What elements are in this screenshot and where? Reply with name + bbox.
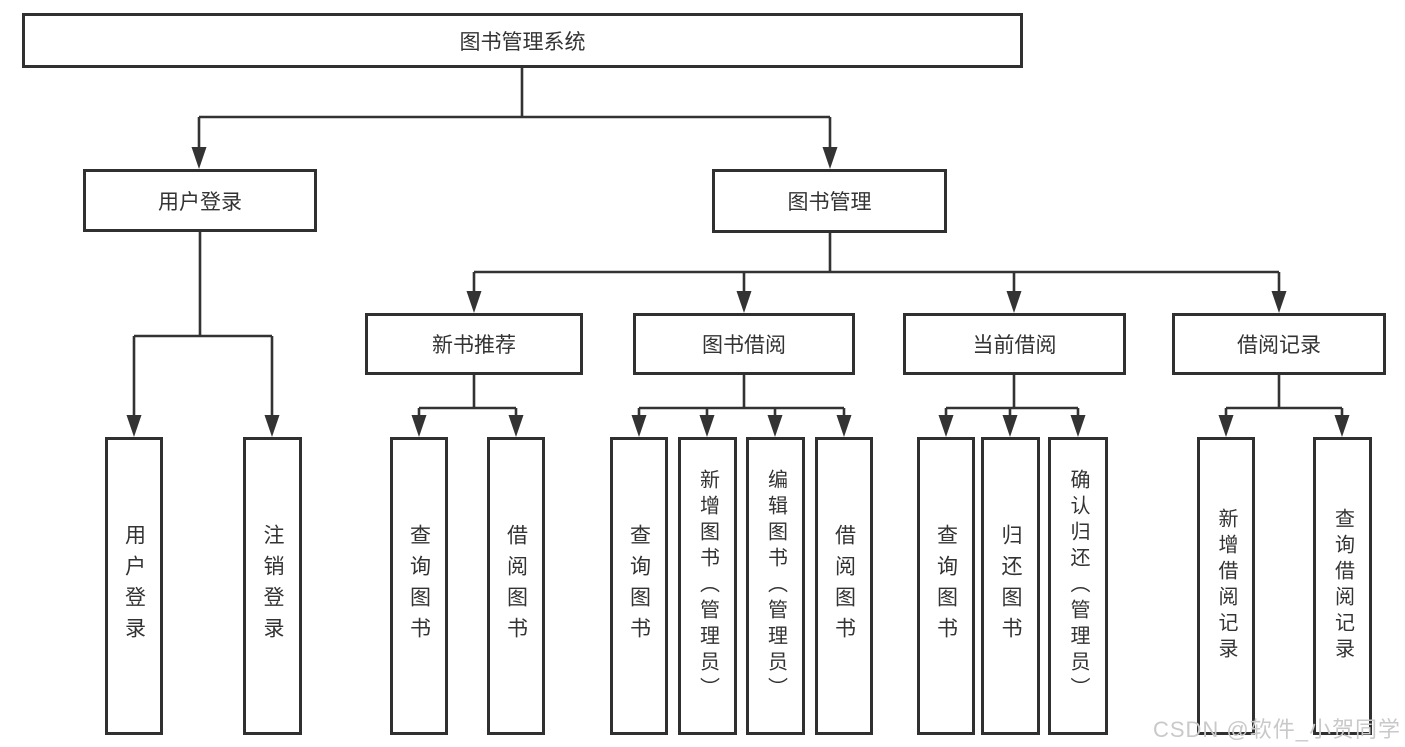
leaf-label: 确认归还（管理员） <box>1067 469 1089 703</box>
node-book-management-branch: 图书管理 <box>712 169 947 233</box>
connector-mgmt-to-groups <box>466 233 1287 313</box>
node-label: 当前借阅 <box>972 334 1057 357</box>
leaf-label: 归还图书 <box>999 524 1022 648</box>
arrowhead <box>1070 415 1086 437</box>
leaf-label: 查询借阅记录 <box>1331 508 1354 664</box>
leaf-node-query-books-recommend: 查询图书 <box>390 437 448 735</box>
leaf-node-return-books: 归还图书 <box>981 437 1040 735</box>
arrowhead <box>822 147 838 169</box>
arrowhead <box>1271 291 1287 313</box>
arrowhead <box>191 147 207 169</box>
csdn-watermark: CSDN @软件_小贺同学 <box>1152 717 1401 742</box>
leaf-node-borrow-books: 借阅图书 <box>815 437 873 735</box>
node-new-book-recommend-group: 新书推荐 <box>365 313 583 375</box>
arrowhead <box>767 415 783 437</box>
arrowhead <box>264 415 280 437</box>
leaf-label: 借阅图书 <box>832 524 856 648</box>
arrowhead <box>1218 415 1234 437</box>
leaf-node-query-books-borrow: 查询图书 <box>610 437 668 735</box>
leaf-node-user-login: 用户登录 <box>105 437 163 735</box>
node-label: 图书管理系统 <box>459 30 586 54</box>
leaf-label: 注销登录 <box>261 524 284 648</box>
node-borrow-record-group: 借阅记录 <box>1172 313 1386 375</box>
node-root-system: 图书管理系统 <box>22 13 1023 68</box>
connector-borrow-to-leaves <box>631 375 852 437</box>
connector-root-to-level2 <box>191 68 838 169</box>
arrowhead <box>699 415 715 437</box>
leaf-label: 查询图书 <box>407 524 431 648</box>
arrowhead <box>938 415 954 437</box>
node-label: 用户登录 <box>158 190 242 214</box>
arrowhead <box>1006 291 1022 313</box>
leaf-label: 用户登录 <box>122 524 146 648</box>
arrowhead <box>1334 415 1350 437</box>
leaf-label: 查询图书 <box>934 524 958 648</box>
leaf-node-edit-books-admin: 编辑图书（管理员） <box>746 437 805 735</box>
leaf-node-add-borrow-record: 新增借阅记录 <box>1197 437 1255 735</box>
arrowhead <box>466 291 482 313</box>
leaf-label: 新增借阅记录 <box>1215 508 1237 664</box>
arrowhead <box>126 415 142 437</box>
node-book-borrow-group: 图书借阅 <box>633 313 855 375</box>
leaf-node-logout: 注销登录 <box>243 437 302 735</box>
arrowhead <box>508 415 524 437</box>
node-label: 图书借阅 <box>702 334 786 357</box>
leaf-label: 借阅图书 <box>504 524 528 648</box>
connector-record-to-leaves <box>1218 375 1350 437</box>
node-label: 借阅记录 <box>1237 334 1321 357</box>
connector-current-to-leaves <box>938 375 1086 437</box>
arrowhead <box>1002 415 1018 437</box>
connector-newbook-to-leaves <box>411 375 524 437</box>
leaf-label: 查询图书 <box>627 524 651 648</box>
leaf-node-borrow-books-recommend: 借阅图书 <box>487 437 545 735</box>
leaf-label: 编辑图书（管理员） <box>764 469 787 703</box>
node-label: 图书管理 <box>787 191 872 214</box>
leaf-node-add-books-admin: 新增图书（管理员） <box>678 437 737 735</box>
arrowhead <box>836 415 852 437</box>
node-current-borrow-group: 当前借阅 <box>903 313 1126 375</box>
leaf-label: 新增图书（管理员） <box>696 469 719 703</box>
node-user-login-branch: 用户登录 <box>83 169 317 232</box>
arrowhead <box>631 415 647 437</box>
arrowhead <box>736 291 752 313</box>
leaf-node-query-borrow-record: 查询借阅记录 <box>1313 437 1372 735</box>
arrowhead <box>411 415 427 437</box>
leaf-node-query-books-current: 查询图书 <box>917 437 975 735</box>
connector-login-to-children <box>126 232 280 437</box>
node-label: 新书推荐 <box>432 334 516 357</box>
leaf-node-confirm-return-admin: 确认归还（管理员） <box>1048 437 1108 735</box>
